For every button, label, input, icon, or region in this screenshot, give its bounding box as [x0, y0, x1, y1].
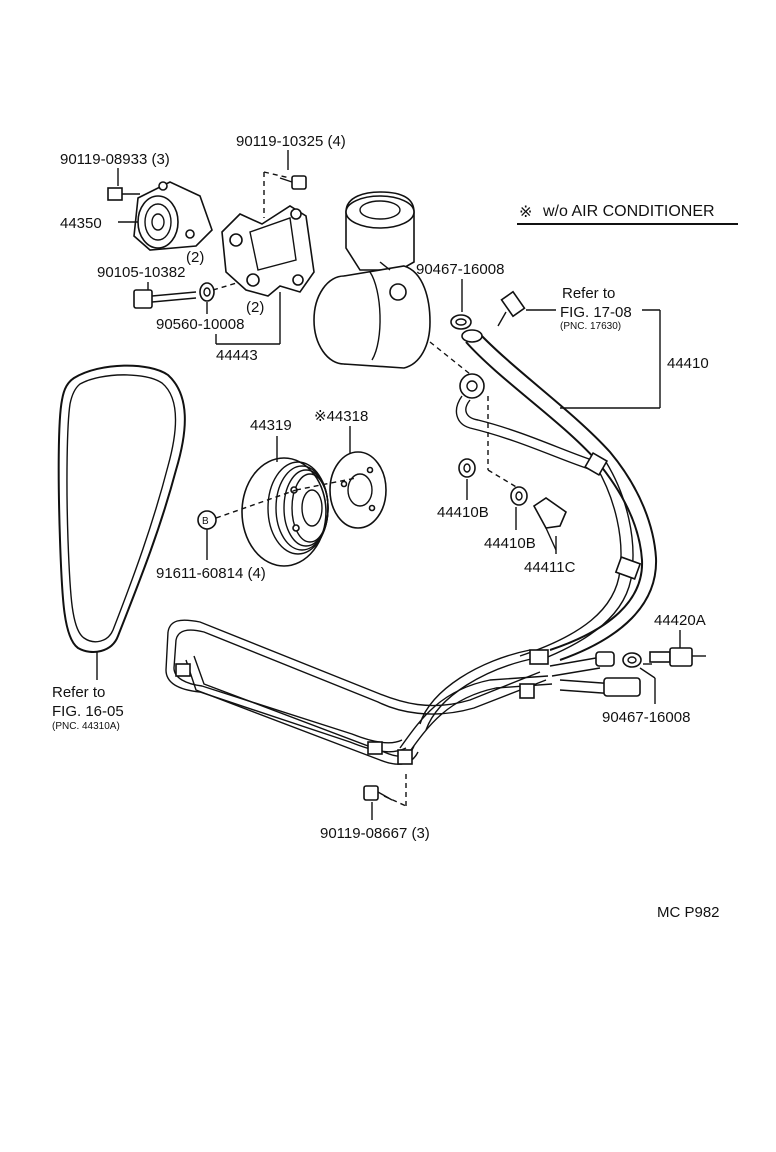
lower-fittings	[549, 651, 642, 697]
plate-44318	[329, 451, 387, 529]
label-qty-2a: (2)	[186, 249, 204, 266]
bolt-mark-b-text: B	[202, 516, 209, 527]
switch-17630	[497, 290, 526, 327]
washer-44410b-b	[510, 486, 528, 506]
label-qty-2b: (2)	[246, 299, 264, 316]
label-44350: 44350	[60, 215, 102, 232]
label-90119-08667: 90119-08667 (3)	[320, 825, 430, 842]
fig-17-08: FIG. 17-08	[560, 304, 632, 321]
washer-44410b-a	[458, 458, 476, 478]
label-90119-08933: 90119-08933 (3)	[60, 151, 170, 168]
pnc-44310a: (PNC. 44310A)	[52, 721, 120, 732]
label-90119-10325: 90119-10325 (4)	[236, 133, 346, 150]
label-91611-60814: 91611-60814 (4)	[156, 565, 266, 582]
union-bolt-44411c	[532, 497, 567, 551]
bolt-90119-10325	[279, 175, 307, 190]
label-90560-10008: 90560-10008	[156, 316, 244, 333]
label-90467-16008-top: 90467-16008	[416, 261, 504, 278]
pressure-tube	[455, 373, 642, 665]
fitting-44420a	[649, 647, 706, 667]
label-44410: 44410	[667, 355, 709, 372]
label-44318: ※44318	[314, 408, 368, 425]
note-text: w/o AIR CONDITIONER	[542, 203, 715, 220]
refer-to-bottom: Refer to	[52, 684, 105, 701]
note-block: ※ w/o AIR CONDITIONER	[517, 203, 738, 225]
leader-90467-16008-bot-a	[639, 667, 656, 679]
dash-bolt-head	[263, 171, 291, 179]
dash-pulley-plate	[295, 477, 357, 491]
bolt-90105-10382	[133, 289, 197, 309]
label-44411c: 44411C	[524, 559, 576, 576]
refer-to-top: Refer to	[562, 285, 615, 302]
label-90105-10382: 90105-10382	[97, 264, 185, 281]
label-44410b-b: 44410B	[484, 535, 536, 552]
dash-pump-union	[429, 341, 471, 375]
label-44420a: 44420A	[654, 612, 706, 629]
note-symbol: ※	[519, 204, 532, 221]
idler-pulley-44350	[133, 181, 213, 251]
cooler-tube-assembly	[165, 619, 553, 765]
fig-16-05: FIG. 16-05	[52, 703, 124, 720]
bracket-44443	[221, 205, 315, 297]
label-90467-16008-bot: 90467-16008	[602, 709, 690, 726]
dash-bolt-bottom-a	[383, 795, 407, 807]
return-hose	[461, 329, 658, 661]
drive-belt	[57, 364, 186, 653]
pulley-44319	[241, 457, 329, 567]
pnc-17630: (PNC. 17630)	[560, 321, 621, 332]
hose-clip-top	[450, 314, 472, 330]
dash-washer-bracket	[212, 281, 241, 291]
label-44443: 44443	[216, 347, 258, 364]
power-steering-pump	[313, 191, 431, 369]
page-code: MC P982	[657, 904, 720, 921]
washer-90560-10008	[199, 282, 215, 302]
label-44319: 44319	[250, 417, 292, 434]
dash-washer-bolt	[487, 469, 519, 489]
bolt-90119-08933	[107, 187, 140, 201]
bolt-mark-b: B	[197, 510, 217, 530]
label-44410b-a: 44410B	[437, 504, 489, 521]
